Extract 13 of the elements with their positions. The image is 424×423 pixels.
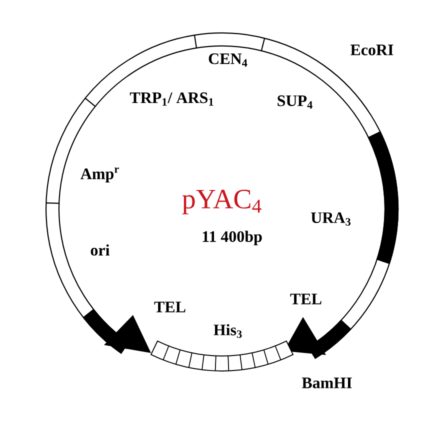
plasmid-name: pYAC$_{4}$ bbox=[182, 190, 262, 214]
gene-label: CEN$_{4}$ bbox=[208, 53, 248, 67]
gene-label: TRP$_{1}$/ ARS$_{1}$ bbox=[130, 92, 214, 106]
gene-label: Amp$^{r}$ bbox=[80, 168, 119, 182]
gene-label: TEL bbox=[154, 302, 186, 312]
gene-label: TEL bbox=[290, 294, 322, 304]
gene-label: SUP$_{4}$ bbox=[278, 95, 312, 109]
gene-label: His$_{3}$ bbox=[214, 324, 242, 338]
gene-label: BamHI bbox=[302, 378, 352, 388]
gene-label: ori bbox=[90, 244, 110, 256]
plasmid-size: 11 400bp bbox=[202, 230, 262, 246]
gene-label: EcoRI bbox=[350, 44, 394, 56]
gene-label: URA$_{3}$ bbox=[311, 212, 350, 226]
